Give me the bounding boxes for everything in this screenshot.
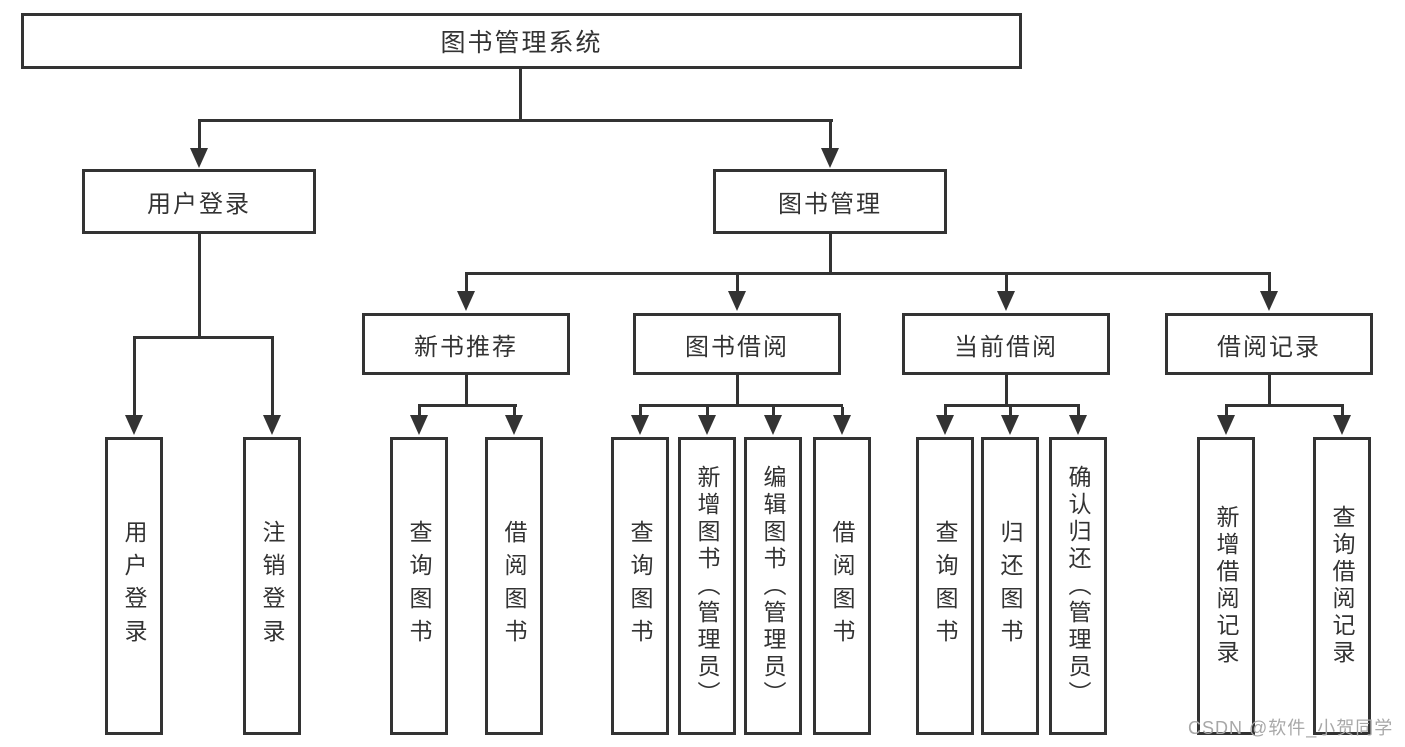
arrowhead-down-icon [1069, 415, 1087, 435]
node-borrow-records: 借阅记录 [1165, 313, 1373, 375]
node-label: 借阅图书 [829, 520, 855, 652]
csdn-watermark: CSDN @软件_小贺同学 [1188, 718, 1394, 738]
arrowhead-down-icon [764, 415, 782, 435]
connector-line [465, 275, 468, 299]
connector-line [519, 69, 522, 122]
node-label: 借阅图书 [501, 520, 527, 652]
connector-line [133, 339, 136, 419]
node-label: 查询图书 [932, 520, 958, 652]
node-label: 借阅记录 [1217, 333, 1321, 361]
node-book-mgmt: 图书管理 [713, 169, 947, 234]
node-confirm-return-admin: 确认归还（管理员） [1049, 437, 1107, 735]
arrowhead-down-icon [631, 415, 649, 435]
connector-line [1009, 407, 1012, 421]
node-borrow-book-1: 借阅图书 [485, 437, 543, 735]
connector-line [1341, 407, 1344, 421]
arrowhead-down-icon [1260, 291, 1278, 311]
arrowhead-down-icon [190, 148, 208, 168]
arrowhead-down-icon [410, 415, 428, 435]
node-book-borrow: 图书借阅 [633, 313, 841, 375]
connector-line [1005, 275, 1008, 299]
node-label: 新增图书（管理员） [694, 464, 720, 708]
node-current-borrow: 当前借阅 [902, 313, 1110, 375]
arrowhead-down-icon [263, 415, 281, 435]
arrowhead-down-icon [936, 415, 954, 435]
arrowhead-down-icon [821, 148, 839, 168]
arrowhead-down-icon [728, 291, 746, 311]
node-new-book-recommend: 新书推荐 [362, 313, 570, 375]
connector-line [198, 122, 201, 152]
arrowhead-down-icon [505, 415, 523, 435]
arrowhead-down-icon [1217, 415, 1235, 435]
connector-line [133, 336, 274, 339]
node-label: 用户登录 [147, 191, 251, 218]
node-edit-book-admin: 编辑图书（管理员） [744, 437, 802, 735]
connector-line [1225, 407, 1228, 421]
connector-line [1005, 375, 1008, 406]
node-add-book-admin: 新增图书（管理员） [678, 437, 736, 735]
node-user-login: 用户登录 [105, 437, 163, 735]
arrowhead-down-icon [698, 415, 716, 435]
connector-line [639, 407, 642, 421]
node-label: 编辑图书（管理员） [760, 464, 786, 708]
node-label: 当前借阅 [954, 333, 1058, 361]
connector-line [736, 275, 739, 299]
connector-line [198, 119, 833, 122]
node-root: 图书管理系统 [21, 13, 1022, 69]
connector-line [1268, 375, 1271, 406]
node-label: 确认归还（管理员） [1065, 464, 1091, 708]
connector-line [271, 339, 274, 419]
node-query-book-2: 查询图书 [611, 437, 669, 735]
connector-line [841, 407, 844, 421]
node-label: 用户登录 [121, 520, 147, 652]
connector-line [465, 272, 1271, 275]
node-label: 新书推荐 [414, 333, 518, 361]
node-user-login-group: 用户登录 [82, 169, 316, 234]
connector-line [198, 234, 201, 339]
connector-line [418, 404, 517, 407]
node-label: 图书借阅 [685, 333, 789, 361]
arrowhead-down-icon [1333, 415, 1351, 435]
connector-line [1268, 275, 1271, 299]
connector-line [944, 407, 947, 421]
node-label: 图书管理 [778, 191, 882, 218]
connector-line [706, 407, 709, 421]
node-borrow-book-2: 借阅图书 [813, 437, 871, 735]
arrowhead-down-icon [833, 415, 851, 435]
connector-line [944, 404, 1080, 407]
connector-line [639, 404, 843, 407]
node-logout: 注销登录 [243, 437, 301, 735]
connector-line [736, 375, 739, 406]
node-query-borrow-record: 查询借阅记录 [1313, 437, 1371, 735]
connector-line [513, 407, 516, 421]
node-label: 查询图书 [627, 520, 653, 652]
connector-line [1225, 404, 1344, 407]
connector-line [829, 234, 832, 275]
arrowhead-down-icon [997, 291, 1015, 311]
node-label: 图书管理系统 [440, 29, 603, 57]
arrowhead-down-icon [125, 415, 143, 435]
node-label: 查询图书 [406, 520, 432, 652]
node-return-book: 归还图书 [981, 437, 1039, 735]
connector-line [829, 122, 832, 152]
node-label: 注销登录 [259, 520, 285, 652]
node-query-book-3: 查询图书 [916, 437, 974, 735]
node-label: 新增借阅记录 [1213, 505, 1239, 667]
node-query-book-1: 查询图书 [390, 437, 448, 735]
connector-line [465, 375, 468, 406]
connector-line [1077, 407, 1080, 421]
node-label: 归还图书 [997, 520, 1023, 652]
arrowhead-down-icon [457, 291, 475, 311]
arrowhead-down-icon [1001, 415, 1019, 435]
connector-line [418, 407, 421, 421]
connector-line [772, 407, 775, 421]
node-label: 查询借阅记录 [1329, 505, 1355, 667]
node-add-borrow-record: 新增借阅记录 [1197, 437, 1255, 735]
